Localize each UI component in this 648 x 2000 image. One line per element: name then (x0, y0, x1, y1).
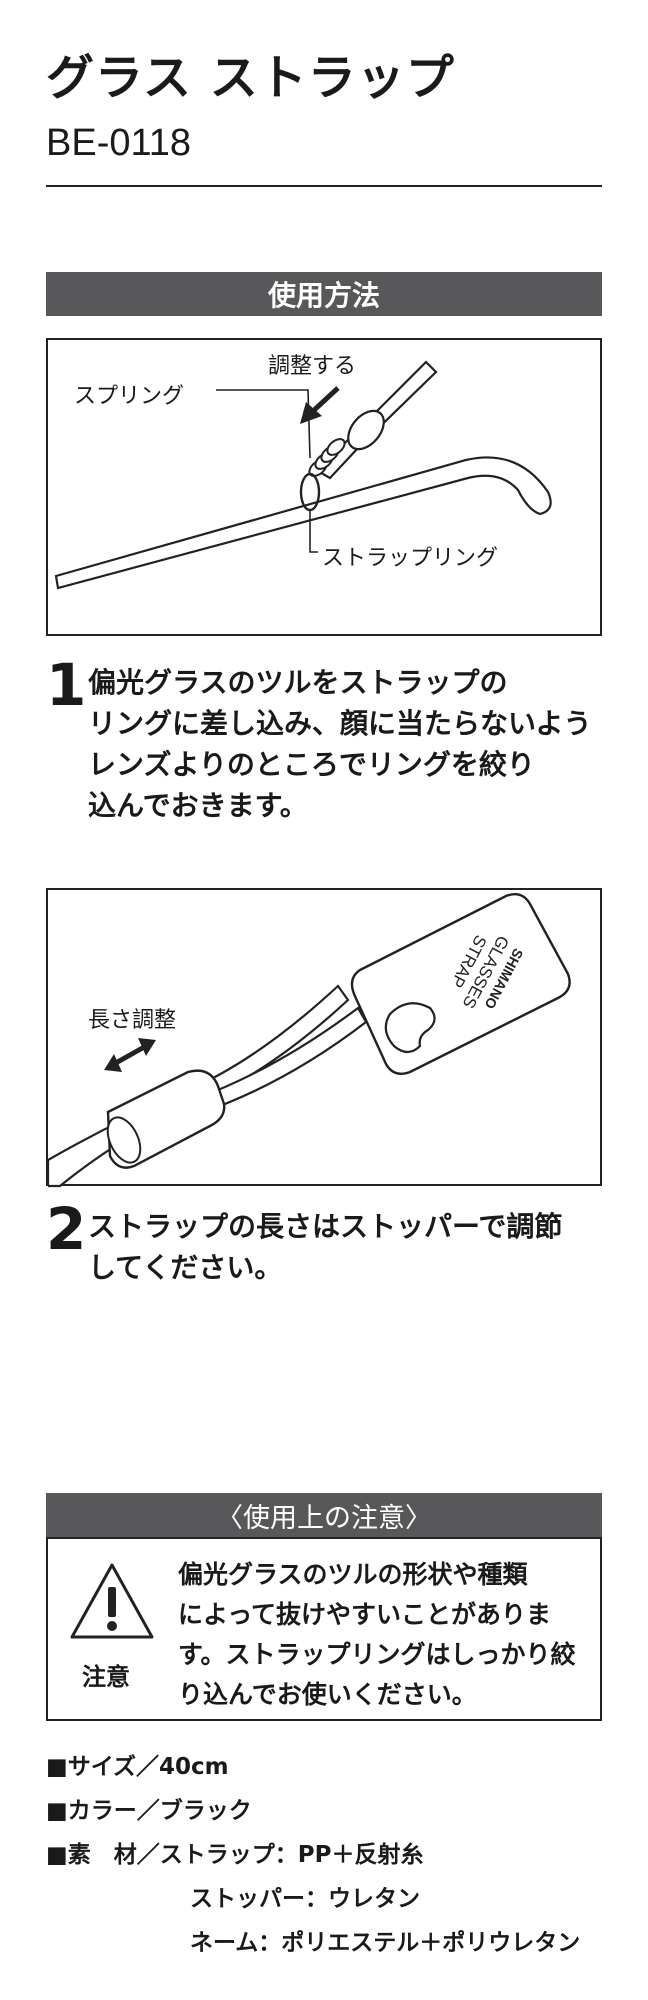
warning-triangle-icon (70, 1563, 154, 1639)
caution-text: 偏光グラスのツルの形状や種類 によって抜けやすいことがありま す。ストラップリン… (178, 1560, 576, 1709)
adjust-arrow-icon (300, 386, 340, 424)
strap-stopper-illustration: SHIMANO GLASSES STRAP (48, 893, 571, 1188)
spring-coil (308, 438, 346, 477)
name-tag-hole (384, 1002, 436, 1054)
usage-section-title: 使用方法 (267, 279, 380, 312)
model-number: BE-0118 (46, 122, 192, 164)
spec-color: ■カラー／ブラック (46, 1798, 252, 1824)
spec-size: ■サイズ／40cm (46, 1754, 229, 1780)
step-2-text: ストラップの長さはストッパーで調節 してください。 (88, 1210, 563, 1284)
caution-box: 注意 偏光グラスのツルの形状や種類 によって抜けやすいことがありま す。ストラッ… (46, 1537, 602, 1721)
spring-leader-line (216, 389, 311, 459)
length-double-arrow-icon (104, 1038, 156, 1072)
product-title: グラス ストラップ (46, 50, 455, 106)
strap-ring-label: ストラップリング (322, 546, 499, 571)
step-2-number: 2 (46, 1195, 87, 1263)
temple-arm (54, 456, 552, 590)
strap-cord-lower (196, 1006, 368, 1114)
caution-section-header: 〈使用上の注意〉 (46, 1493, 602, 1537)
strap-loop (347, 409, 385, 451)
figure-length-adjust: SHIMANO GLASSES STRAP 長さ調整 (46, 888, 602, 1188)
usage-section-header: 使用方法 (46, 272, 602, 316)
adjust-label: 調整する (268, 354, 357, 379)
header-divider (46, 185, 602, 187)
stopper-opening (106, 1116, 142, 1164)
step-1-number: 1 (46, 651, 87, 719)
length-adjust-label: 長さ調整 (88, 1008, 177, 1033)
figure-attach-ring: 調整する スプリング ストラップリング (46, 338, 602, 636)
spec-name-tag: ネーム：ポリエステル＋ポリウレタン (190, 1930, 581, 1956)
spec-material: ■素 材／ストラップ：PP＋反射糸 (46, 1842, 424, 1868)
step-1-text: 偏光グラスのツルをストラップの リングに差し込み、顔に当たらないよう レンズより… (88, 666, 592, 822)
spring-label: スプリング (74, 384, 185, 409)
glasses-temple-illustration (54, 360, 552, 590)
strap-ring-leader-line (309, 510, 318, 553)
caution-section-title: 〈使用上の注意〉 (216, 1502, 432, 1534)
spec-stopper: ストッパー：ウレタン (190, 1886, 420, 1912)
caution-label: 注意 (82, 1663, 130, 1691)
